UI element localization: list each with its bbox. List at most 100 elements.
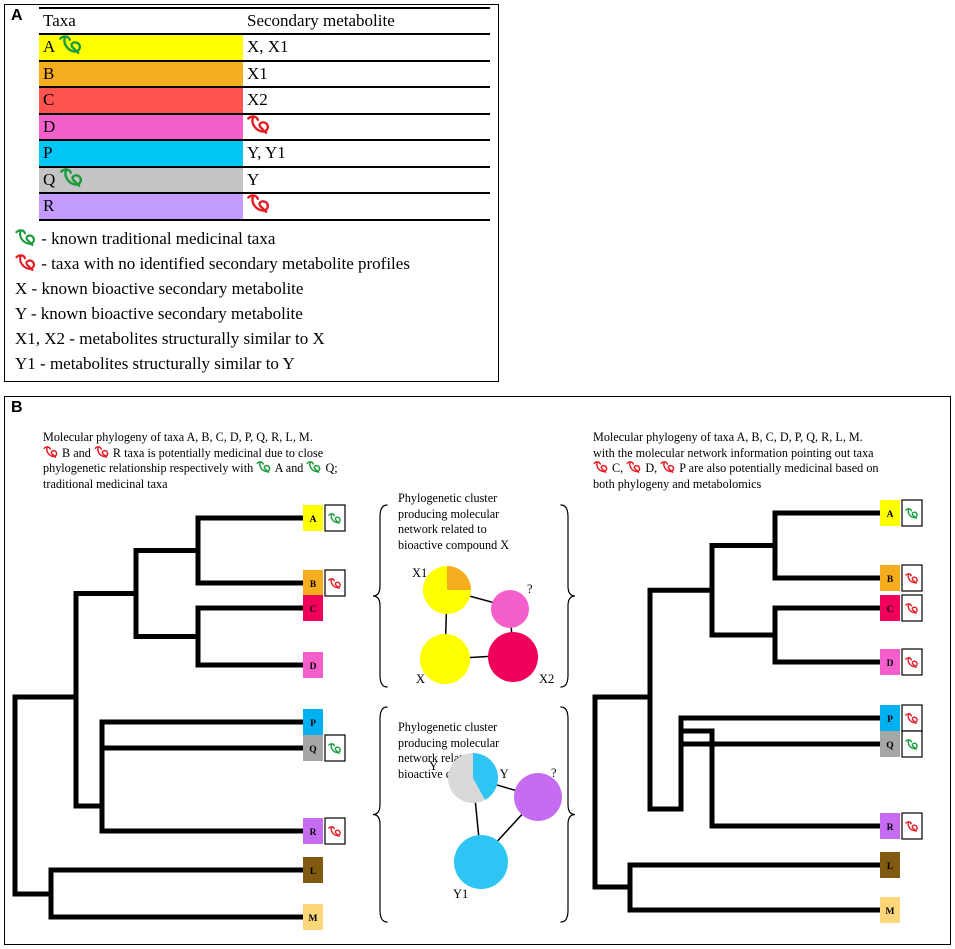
left-phylogeny-caption: Molecular phylogeny of taxa A, B, C, D, … [43, 430, 338, 492]
panel-a-label: A [11, 7, 23, 24]
network-x-label-x: X [416, 672, 425, 686]
network-y-node-unknown [514, 773, 562, 821]
left-taxon-box-r [303, 818, 323, 844]
left-tree-branch [133, 548, 201, 639]
legend-text: - taxa with no identified secondary meta… [41, 254, 410, 273]
left-tree-branch [48, 867, 306, 920]
right-taxon-label-b: B [887, 575, 894, 585]
metabolite-cell: Y, Y1 [245, 141, 490, 166]
right-taxon-box-m [880, 897, 900, 923]
left-taxon-box-l [303, 857, 323, 883]
header-secondary-metabolite: Secondary metabolite [247, 11, 395, 30]
right-taxon-label-l: L [887, 862, 893, 872]
cluster-y-caption-line: producing molecular [398, 735, 500, 750]
red-leaf-icon [247, 194, 271, 213]
right-taxon-box-l [880, 852, 900, 878]
taxon-label: D [43, 116, 56, 136]
table-header-row: Taxa Secondary metabolite [39, 7, 490, 35]
metabolite-cell: X2 [245, 88, 490, 113]
left-caption-line-2: B and R taxa is potentially medicinal du… [43, 446, 338, 462]
cluster-y-caption-line: Phylogenetic cluster [398, 720, 498, 734]
network-y-node-y-pie [473, 753, 498, 800]
right-taxon-label-q: Q [886, 741, 893, 751]
metabolite-cell: X, X1 [245, 35, 490, 60]
right-taxon-box-q [880, 731, 900, 757]
network-x-label-x2: X2 [539, 672, 554, 686]
brace-left-cluster-x [372, 504, 388, 688]
right-tree-branch [709, 728, 883, 829]
right-taxon-box-a [880, 500, 900, 526]
red-leaf-icon [15, 254, 37, 271]
table-row: A X, X1 [39, 35, 490, 62]
right-taxon-label-a: A [887, 510, 894, 520]
right-tree-branch [627, 862, 883, 913]
left-caption-line-1: Molecular phylogeny of taxa A, B, C, D, … [43, 430, 313, 444]
left-taxon-box-b [303, 570, 323, 596]
table-row: D [39, 114, 490, 141]
left-taxon-label-q: Q [309, 745, 316, 755]
right-taxon-label-p: P [887, 715, 893, 725]
table-row: Q Y [39, 167, 490, 194]
metabolite-label: X2 [247, 90, 268, 109]
taxon-cell: Q [39, 167, 243, 192]
taxon-cell: P [39, 141, 243, 166]
metabolite-label: X1 [247, 63, 268, 83]
taxon-cell: R [39, 194, 243, 219]
left-taxon-box-a [303, 505, 323, 531]
right-taxon-box-d [880, 649, 900, 675]
left-caption-line-3: phylogenetic relationship respectively w… [43, 461, 338, 475]
metabolite-cell: Y [245, 168, 490, 193]
taxon-cell: D [39, 114, 243, 139]
taxon-cell: C [39, 88, 243, 113]
brace-right-cluster-y [560, 706, 576, 923]
legend-text: Y - known bioactive secondary metabolite [15, 304, 303, 323]
red-leaf-icon [247, 115, 271, 134]
right-taxon-box-r [880, 813, 900, 839]
right-caption-line-1: Molecular phylogeny of taxa A, B, C, D, … [593, 430, 863, 444]
left-tree-branch [195, 515, 306, 586]
brace-left-cluster-y [372, 706, 388, 923]
green-leaf-icon [59, 35, 83, 54]
green-leaf-icon [60, 168, 84, 187]
taxon-label: B [43, 63, 55, 83]
right-taxon-box-p [880, 705, 900, 731]
cluster-x-caption-line: Phylogenetic cluster [398, 491, 498, 505]
legend-item: - taxa with no identified secondary meta… [15, 254, 410, 274]
cluster-x-caption: Phylogenetic cluster producing molecular… [398, 491, 509, 553]
network-x-node-x2 [488, 632, 538, 682]
legend-item: - known traditional medicinal taxa [15, 229, 275, 249]
left-taxon-label-c: C [310, 605, 317, 615]
metabolite-cell [245, 115, 490, 140]
metabolite-cell: X1 [245, 62, 490, 87]
metabolite-label: Y [247, 169, 260, 189]
table-row: B X1 [39, 61, 490, 88]
network-y-label-unknown: ? [551, 766, 557, 780]
left-caption-line-4: traditional medicinal taxa [43, 476, 168, 491]
metabolite-label: Y, Y1 [247, 143, 286, 162]
network-x-label-x1: X1 [412, 566, 427, 580]
right-phylogeny-caption: Molecular phylogeny of taxa A, B, C, D, … [593, 430, 879, 492]
legend-text: X1, X2 - metabolites structurally simila… [15, 329, 325, 348]
right-caption-line-4: both phylogeny and metabolomics [593, 476, 762, 491]
right-taxon-box-c [880, 595, 900, 621]
right-taxon-label-c: C [887, 605, 894, 615]
left-tree-branch [99, 719, 306, 751]
network-y-node-y1 [454, 835, 508, 889]
brace-right-cluster-x [560, 504, 576, 688]
green-leaf-icon [15, 229, 37, 246]
network-y-label-y: Y [429, 759, 438, 773]
right-caption-line-2: with the molecular network information p… [593, 445, 874, 460]
taxon-label: R [43, 196, 55, 215]
metabolite-cell [245, 194, 490, 219]
right-tree-branch [772, 605, 883, 665]
network-x-node-x1-pie [447, 566, 471, 590]
legend-item: Y1 - metabolites structurally similar to… [15, 354, 295, 374]
legend-item: X - known bioactive secondary metabolite [15, 279, 303, 299]
network-x-label-unknown: ? [527, 582, 533, 596]
left-taxon-box-d [303, 652, 323, 678]
left-taxon-box-p [303, 709, 323, 735]
left-tree-branch [195, 605, 306, 668]
